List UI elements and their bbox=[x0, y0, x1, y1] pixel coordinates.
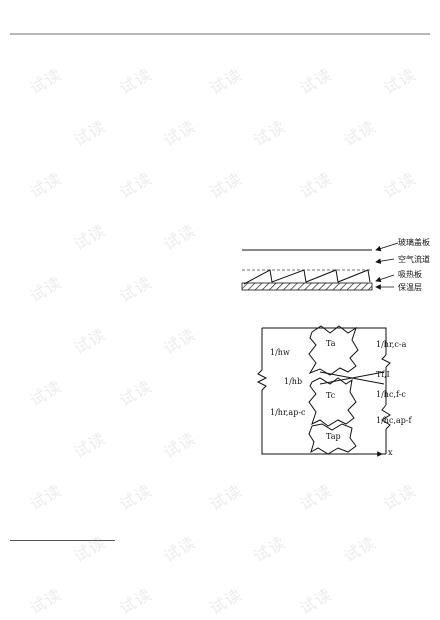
label-r-r-c-a: 1/hr,c-a bbox=[376, 340, 407, 349]
network-left-bottom bbox=[261, 390, 386, 455]
label-t-ap: Tap bbox=[326, 432, 341, 441]
footnote-rule bbox=[10, 540, 115, 541]
node-ta-outline bbox=[308, 325, 359, 376]
resistor-left bbox=[256, 369, 268, 391]
label-air-channel: 空气流道 bbox=[398, 255, 430, 264]
label-r-b: 1/hb bbox=[284, 377, 303, 386]
node-tap-outline bbox=[308, 423, 357, 455]
label-glass-cover: 玻璃盖板 bbox=[398, 238, 430, 247]
label-insulation: 保温层 bbox=[398, 283, 422, 292]
insulation-layer bbox=[241, 282, 373, 291]
network-frame bbox=[262, 327, 387, 355]
label-t-a: Ta bbox=[326, 339, 336, 348]
label-t-c: Tc bbox=[326, 391, 336, 400]
resistor-right-bottom bbox=[381, 404, 391, 430]
leader-glass bbox=[375, 242, 399, 252]
label-r-c-ap-f: 1/hc,ap-f bbox=[376, 416, 412, 425]
cross-line-b bbox=[319, 371, 385, 385]
leader-absorber bbox=[375, 274, 395, 283]
label-t-f: Tf,I bbox=[376, 370, 390, 379]
absorber-fins bbox=[243, 269, 371, 285]
node-tc-outline bbox=[308, 377, 357, 427]
leader-air bbox=[375, 258, 395, 264]
resistor-right-top bbox=[381, 354, 391, 368]
label-absorber: 吸热板 bbox=[398, 270, 422, 279]
label-r-r-ap-c: 1/hr,ap-c bbox=[270, 408, 306, 417]
label-r-w: 1/hw bbox=[270, 348, 290, 357]
header-rule bbox=[10, 33, 430, 35]
label-r-c-f-c: 1/hc,f-c bbox=[376, 390, 406, 399]
label-x-axis: x bbox=[388, 448, 393, 457]
